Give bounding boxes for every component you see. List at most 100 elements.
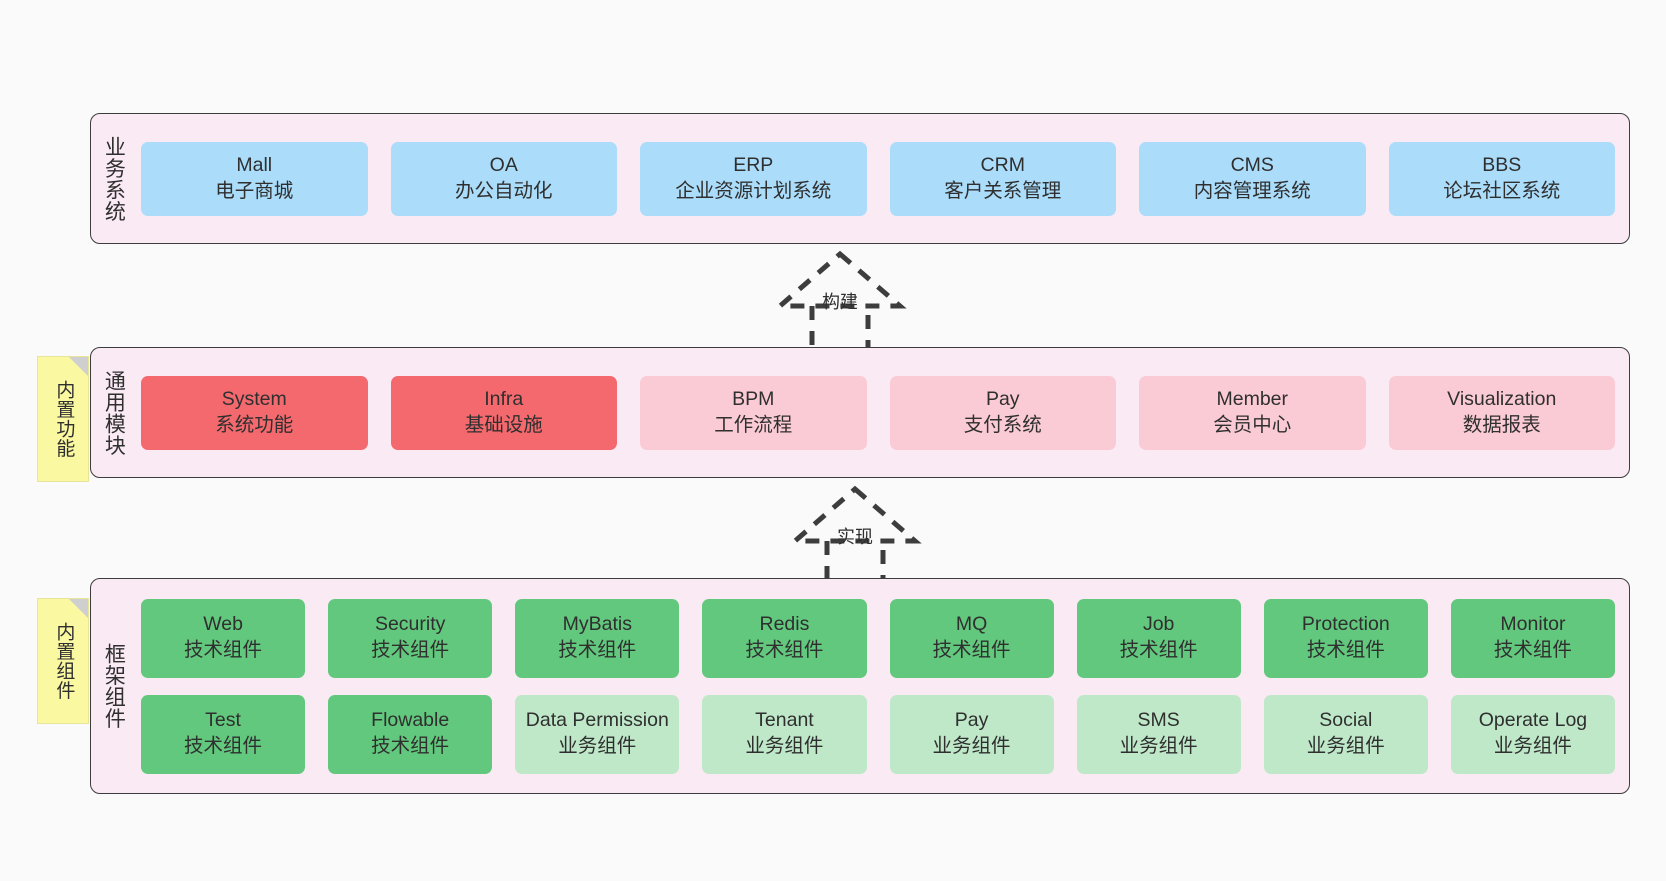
component-card-mq[interactable]: MQ 技术组件 [889,598,1054,678]
module-subtitle: 数据报表 [1462,413,1541,436]
layer-title-common: 通用模块 [102,369,126,456]
component-card-pay[interactable]: Pay 业务组件 [889,694,1054,774]
note-builtin-components[interactable]: 内置组件 [37,598,89,724]
component-subtitle: 技术组件 [1493,639,1572,661]
component-subtitle: 技术组件 [184,639,263,661]
component-card-data-permission[interactable]: Data Permission 业务组件 [515,694,680,774]
module-name: ERP [733,153,774,176]
note-label: 内置功能 [53,380,75,458]
component-subtitle: 技术组件 [558,639,637,661]
module-card-pay[interactable]: Pay 支付系统 [889,375,1116,450]
component-name: Job [1142,613,1175,636]
component-card-flowable[interactable]: Flowable 技术组件 [328,694,493,774]
layer-row: Mall 电子商城 OA 办公自动化 ERP 企业资源计划系统 CRM 客户关系… [141,141,1615,216]
component-card-monitor[interactable]: Monitor 技术组件 [1450,598,1615,678]
module-subtitle: 办公自动化 [454,179,553,202]
component-card-test[interactable]: Test 技术组件 [141,694,306,774]
component-card-security[interactable]: Security 技术组件 [328,598,493,678]
module-name: BBS [1482,153,1522,176]
module-card-crm[interactable]: CRM 客户关系管理 [889,141,1116,216]
component-card-operate-log[interactable]: Operate Log 业务组件 [1450,694,1615,774]
connector-implement-label: 实现 [837,527,873,547]
component-subtitle: 业务组件 [558,735,637,757]
module-card-cms[interactable]: CMS 内容管理系统 [1139,141,1366,216]
component-card-job[interactable]: Job 技术组件 [1076,598,1241,678]
component-name: Web [203,613,243,636]
component-name: Security [374,613,446,636]
component-card-mybatis[interactable]: MyBatis 技术组件 [515,598,680,678]
component-subtitle: 业务组件 [1493,735,1572,757]
component-card-sms[interactable]: SMS 业务组件 [1076,694,1241,774]
layer-body-common: System 系统功能 Infra 基础设施 BPM 工作流程 Pay 支付系统… [135,348,1629,477]
component-card-protection[interactable]: Protection 技术组件 [1263,598,1428,678]
layer-body-framework: Web 技术组件 Security 技术组件 MyBatis 技术组件 Redi… [135,579,1629,793]
module-card-system[interactable]: System 系统功能 [141,375,368,450]
layer-business-systems[interactable]: 业务系统 Mall 电子商城 OA 办公自动化 ERP 企业资源计划系统 CRM… [90,113,1630,244]
layer-row: Web 技术组件 Security 技术组件 MyBatis 技术组件 Redi… [141,598,1615,678]
module-card-mall[interactable]: Mall 电子商城 [141,141,368,216]
module-name: Infra [484,387,524,410]
component-subtitle: 技术组件 [745,639,824,661]
component-name: Data Permission [525,709,669,732]
module-name: OA [489,153,518,176]
module-name: CRM [980,153,1025,176]
note-label: 内置组件 [53,622,75,700]
module-name: Visualization [1447,387,1557,410]
component-card-web[interactable]: Web 技术组件 [141,598,306,678]
component-subtitle: 业务组件 [932,735,1011,757]
module-card-bbs[interactable]: BBS 论坛社区系统 [1388,141,1615,216]
component-card-redis[interactable]: Redis 技术组件 [702,598,867,678]
module-card-oa[interactable]: OA 办公自动化 [390,141,617,216]
layer-common-modules[interactable]: 通用模块 System 系统功能 Infra 基础设施 BPM 工作流程 Pay… [90,347,1630,478]
module-subtitle: 工作流程 [714,413,793,436]
layer-title-business: 业务系统 [102,135,126,222]
module-subtitle: 内容管理系统 [1193,179,1311,202]
module-card-member[interactable]: Member 会员中心 [1139,375,1366,450]
module-card-bpm[interactable]: BPM 工作流程 [640,375,867,450]
component-subtitle: 技术组件 [371,639,450,661]
component-subtitle: 业务组件 [1306,735,1385,757]
component-name: Protection [1301,613,1390,636]
module-subtitle: 电子商城 [215,179,294,202]
connector-build-glyph [773,250,907,355]
module-name: Pay [985,387,1020,410]
component-subtitle: 技术组件 [1119,639,1198,661]
component-subtitle: 技术组件 [1306,639,1385,661]
component-subtitle: 业务组件 [745,735,824,757]
layer-row: Test 技术组件 Flowable 技术组件 Data Permission … [141,694,1615,774]
module-subtitle: 基础设施 [464,413,543,436]
note-builtin-features[interactable]: 内置功能 [37,356,89,482]
module-name: Mall [236,153,273,176]
component-card-tenant[interactable]: Tenant 业务组件 [702,694,867,774]
module-name: Member [1216,387,1289,410]
component-name: Operate Log [1478,709,1588,732]
module-card-infra[interactable]: Infra 基础设施 [390,375,617,450]
module-name: BPM [732,387,775,410]
module-subtitle: 会员中心 [1213,413,1292,436]
connector-implement-glyph [788,485,922,590]
component-subtitle: 业务组件 [1119,735,1198,757]
layer-framework-components[interactable]: 框架组件 Web 技术组件 Security 技术组件 MyBatis 技术组件… [90,578,1630,794]
module-name: CMS [1230,153,1274,176]
module-card-erp[interactable]: ERP 企业资源计划系统 [640,141,867,216]
component-name: SMS [1137,709,1180,732]
module-subtitle: 企业资源计划系统 [675,179,832,202]
component-name: Flowable [371,709,450,732]
component-name: Redis [759,613,810,636]
component-name: Pay [954,709,989,732]
connector-implement: 实现 [770,483,940,593]
module-subtitle: 论坛社区系统 [1443,179,1561,202]
module-subtitle: 支付系统 [963,413,1042,436]
component-card-social[interactable]: Social 业务组件 [1263,694,1428,774]
module-name: System [221,387,287,410]
component-name: Monitor [1500,613,1566,636]
component-name: MQ [955,613,988,636]
module-card-visualization[interactable]: Visualization 数据报表 [1388,375,1615,450]
connector-build: 构建 [755,248,925,358]
component-subtitle: 技术组件 [184,735,263,757]
component-subtitle: 技术组件 [371,735,450,757]
component-name: Social [1319,709,1373,732]
component-name: Test [205,709,241,732]
layer-title-framework: 框架组件 [102,643,126,729]
